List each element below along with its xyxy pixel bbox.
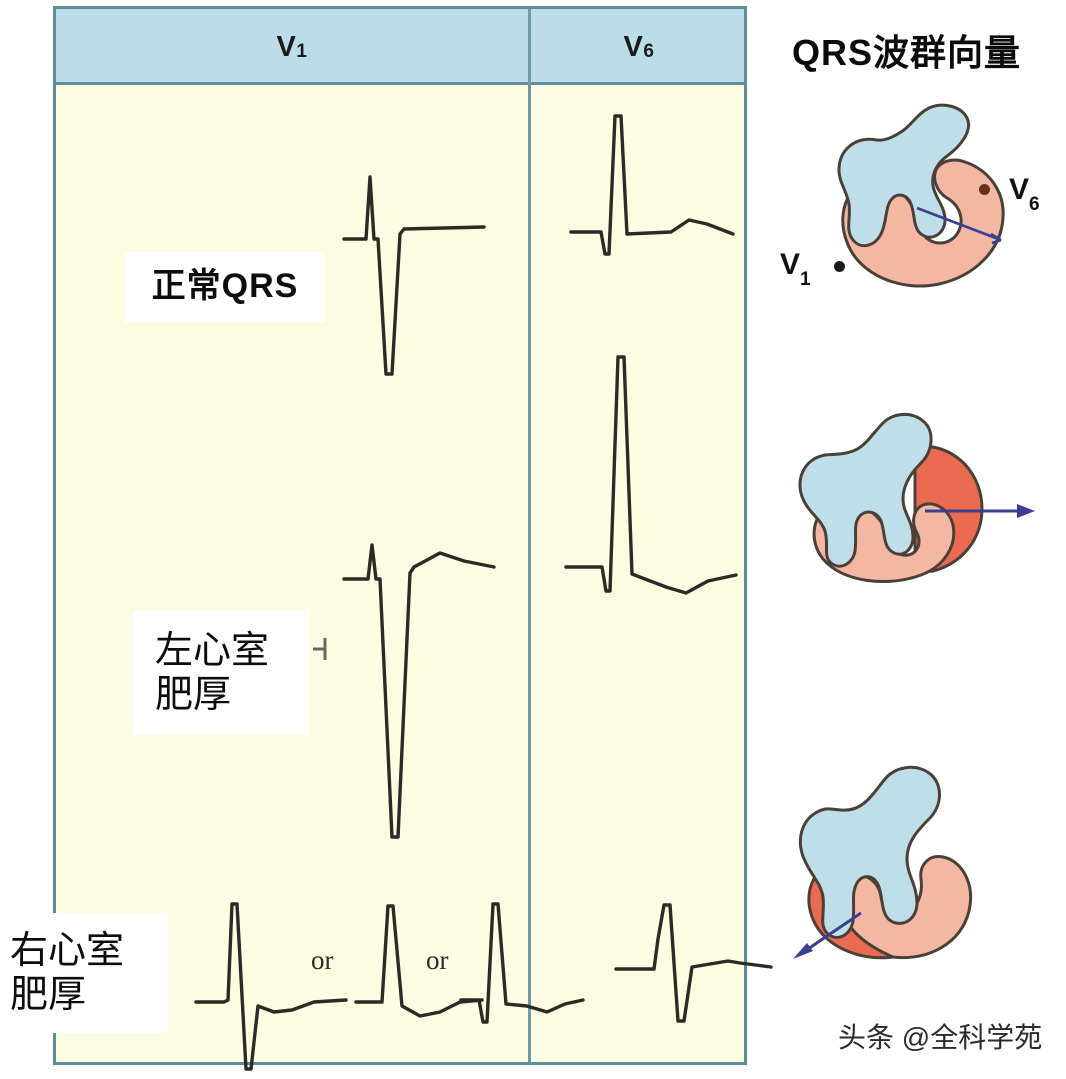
column-header-v1-label: V [276, 30, 297, 63]
variant-separator-2: or [426, 945, 449, 975]
row-label-lvh: 左心室 肥厚 [133, 611, 309, 735]
waveform-rvh-v1-variant-2 [354, 894, 486, 1079]
lead-label-v1-text: V [780, 248, 801, 281]
waveform-lvh-v6 [564, 349, 741, 599]
waveform-rvh-v1-variant-1 [194, 894, 351, 1079]
watermark: 头条 @全科学苑 [838, 1022, 1043, 1053]
waveform-rvh-v1-variant-3 [459, 894, 586, 1079]
lead-label-v1-sub: 1 [800, 269, 811, 290]
row-label-rvh-line-1: 右心室 [10, 929, 125, 972]
panel-title: QRS波群向量 [791, 32, 1021, 73]
row-label-rvh-line-2: 肥厚 [10, 974, 87, 1016]
variant-separator-1: or [311, 945, 334, 975]
column-header-v6-sub: 6 [643, 41, 655, 62]
row-label-normal: 正常QRS [125, 252, 325, 322]
waveform-rvh-v6 [614, 899, 776, 1029]
column-divider [528, 9, 531, 1062]
lead-label-v1-normal: V1 [780, 248, 811, 290]
row-label-lvh-line-2: 肥厚 [155, 674, 232, 716]
lead-label-v6-text: V [1009, 173, 1030, 206]
lead-dot-v1 [834, 261, 845, 272]
column-header-v6-label: V [623, 30, 644, 63]
waveform-normal-v1 [342, 129, 494, 379]
heart-diagram-lvh [785, 405, 1045, 595]
row-label-normal-line-1: 正常QRS [151, 267, 299, 306]
column-header-v1-sub: 1 [296, 41, 308, 62]
lead-label-v6-sub: 6 [1029, 194, 1040, 215]
qrs-vector-panel: QRS波群向量 V1 V6 [747, 0, 1066, 1078]
lead-dot-v6 [979, 184, 990, 195]
heart-diagram-rvh [777, 765, 1037, 985]
waveform-lvh-v1 [342, 537, 504, 842]
row-label-rvh: 右心室 肥厚 [0, 913, 168, 1033]
waveform-normal-v6 [569, 104, 736, 264]
lead-label-v6-normal: V6 [1009, 173, 1040, 215]
waveform-lvh-v1-baseline-tick [311, 634, 331, 664]
heart-diagram-normal [805, 100, 1045, 300]
row-label-lvh-line-1: 左心室 [155, 629, 270, 672]
